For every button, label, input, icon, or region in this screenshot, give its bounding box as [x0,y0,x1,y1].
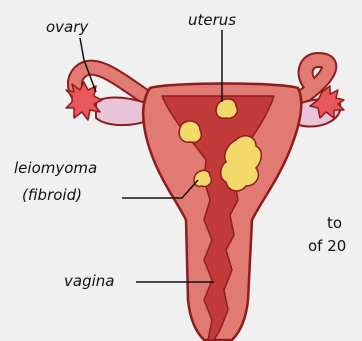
vagina-label: vagina [64,272,114,290]
fibroid-small [194,170,211,186]
uterus-label: uterus [188,11,236,29]
leiomyoma-label: leiomyoma [14,159,97,177]
fibroid-left [179,121,201,142]
fibroid-top [216,99,237,118]
fibroid-label: (fibroid) [22,186,82,204]
side-text-line1: to [327,214,342,232]
side-text-line2: of 20 [308,237,346,255]
ovary-label: ovary [46,18,88,36]
